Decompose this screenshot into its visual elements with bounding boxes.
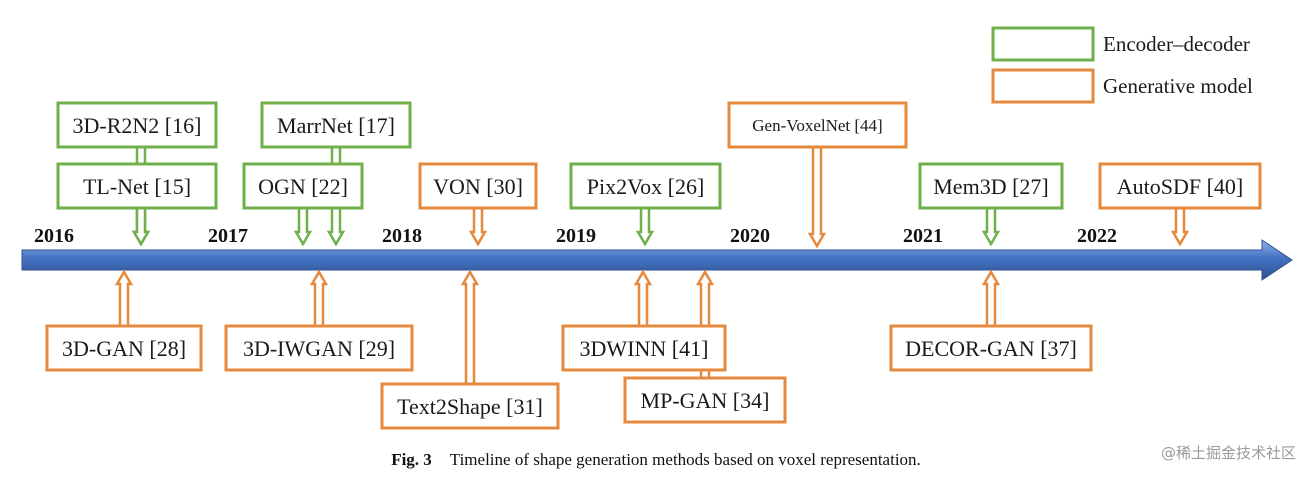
legend-swatch bbox=[991, 68, 1095, 104]
method-box-above-1: TL-Net [15] bbox=[56, 162, 218, 210]
method-box-frame bbox=[45, 324, 203, 372]
connector-below-0 bbox=[114, 269, 134, 328]
method-label: Gen-VoxelNet [44] bbox=[752, 116, 882, 135]
method-box-frame bbox=[918, 162, 1064, 210]
connector-above-7 bbox=[981, 206, 1001, 247]
year-label-2018: 2018 bbox=[382, 225, 422, 247]
method-box-above-6: Gen-VoxelNet [44] bbox=[727, 101, 908, 149]
year-label-2016: 2016 bbox=[34, 225, 74, 247]
timeline-diagram: 2016 2017 2018 2019 2020 2021 2022 3D-R2N2 [16… bbox=[21, 26, 1293, 430]
method-box-below-3: 3DWINN [41] bbox=[561, 324, 727, 372]
legend-label: Encoder–decoder bbox=[1103, 32, 1250, 56]
method-box-frame bbox=[569, 162, 722, 210]
method-box-below-5: DECOR-GAN [37] bbox=[889, 324, 1093, 372]
method-box-above-3: OGN [22] bbox=[242, 162, 364, 210]
method-label: MP-GAN [34] bbox=[641, 388, 770, 413]
method-box-frame bbox=[224, 324, 414, 372]
connector-above-1 bbox=[131, 206, 151, 247]
method-label: 3DWINN [41] bbox=[580, 336, 709, 361]
connector-above-6 bbox=[807, 145, 827, 249]
method-label: DECOR-GAN [37] bbox=[905, 336, 1077, 361]
watermark: @稀土掘金技术社区 bbox=[1160, 444, 1296, 462]
connector-above-4 bbox=[468, 206, 488, 247]
method-label: 3D-IWGAN [29] bbox=[243, 336, 395, 361]
legend-swatch bbox=[991, 26, 1095, 62]
method-label: Pix2Vox [26] bbox=[587, 174, 705, 199]
method-box-frame bbox=[1098, 162, 1262, 210]
method-box-frame bbox=[418, 162, 538, 210]
year-label-2017: 2017 bbox=[208, 225, 248, 247]
method-box-frame bbox=[889, 324, 1093, 372]
method-box-above-4: VON [30] bbox=[418, 162, 538, 210]
connector-below-5 bbox=[981, 269, 1001, 328]
year-label-2020: 2020 bbox=[730, 225, 770, 247]
method-box-frame bbox=[260, 101, 412, 149]
year-label-2021: 2021 bbox=[903, 225, 943, 247]
legend-label: Generative model bbox=[1103, 74, 1253, 98]
caption-text: Timeline of shape generation methods bas… bbox=[449, 450, 921, 469]
method-box-below-2: Text2Shape [31] bbox=[380, 382, 560, 430]
method-box-above-8: AutoSDF [40] bbox=[1098, 162, 1262, 210]
year-label-2022: 2022 bbox=[1077, 225, 1117, 247]
method-box-frame bbox=[242, 162, 364, 210]
figure-number: Fig. 3 bbox=[391, 450, 432, 469]
legend-item-generative: Generative model bbox=[991, 68, 1253, 104]
figure-caption: Fig. 3 Timeline of shape generation metho… bbox=[0, 450, 1312, 470]
connector-above-3 bbox=[293, 206, 313, 247]
method-label: Text2Shape [31] bbox=[397, 394, 543, 419]
method-label: 3D-R2N2 [16] bbox=[73, 113, 202, 138]
method-box-above-2: MarrNet [17] bbox=[260, 101, 412, 149]
method-box-frame bbox=[623, 376, 787, 424]
method-box-frame bbox=[561, 324, 727, 372]
method-label: AutoSDF [40] bbox=[1117, 174, 1244, 199]
year-label-2019: 2019 bbox=[556, 225, 596, 247]
method-label: 3D-GAN [28] bbox=[62, 336, 186, 361]
method-box-above-7: Mem3D [27] bbox=[918, 162, 1064, 210]
method-label: Mem3D [27] bbox=[933, 174, 1048, 199]
connector-above-8 bbox=[1170, 206, 1190, 247]
connector-below-3 bbox=[633, 269, 653, 328]
method-box-frame bbox=[56, 101, 218, 149]
legend-item-encoder_decoder: Encoder–decoder bbox=[991, 26, 1250, 62]
method-label: OGN [22] bbox=[258, 174, 348, 199]
method-box-above-5: Pix2Vox [26] bbox=[569, 162, 722, 210]
method-box-below-4: MP-GAN [34] bbox=[623, 376, 787, 424]
method-box-frame bbox=[727, 101, 908, 149]
timeline-axis-arrow bbox=[21, 239, 1293, 281]
method-box-below-0: 3D-GAN [28] bbox=[45, 324, 203, 372]
connector-above-5 bbox=[635, 206, 655, 247]
method-box-frame bbox=[380, 382, 560, 430]
method-box-below-1: 3D-IWGAN [29] bbox=[224, 324, 414, 372]
method-label: TL-Net [15] bbox=[83, 174, 191, 199]
method-label: VON [30] bbox=[433, 174, 523, 199]
connector-below-2 bbox=[460, 269, 480, 386]
method-label: MarrNet [17] bbox=[277, 113, 395, 138]
connector-below-1 bbox=[309, 269, 329, 328]
method-box-frame bbox=[56, 162, 218, 210]
method-box-above-0: 3D-R2N2 [16] bbox=[56, 101, 218, 149]
